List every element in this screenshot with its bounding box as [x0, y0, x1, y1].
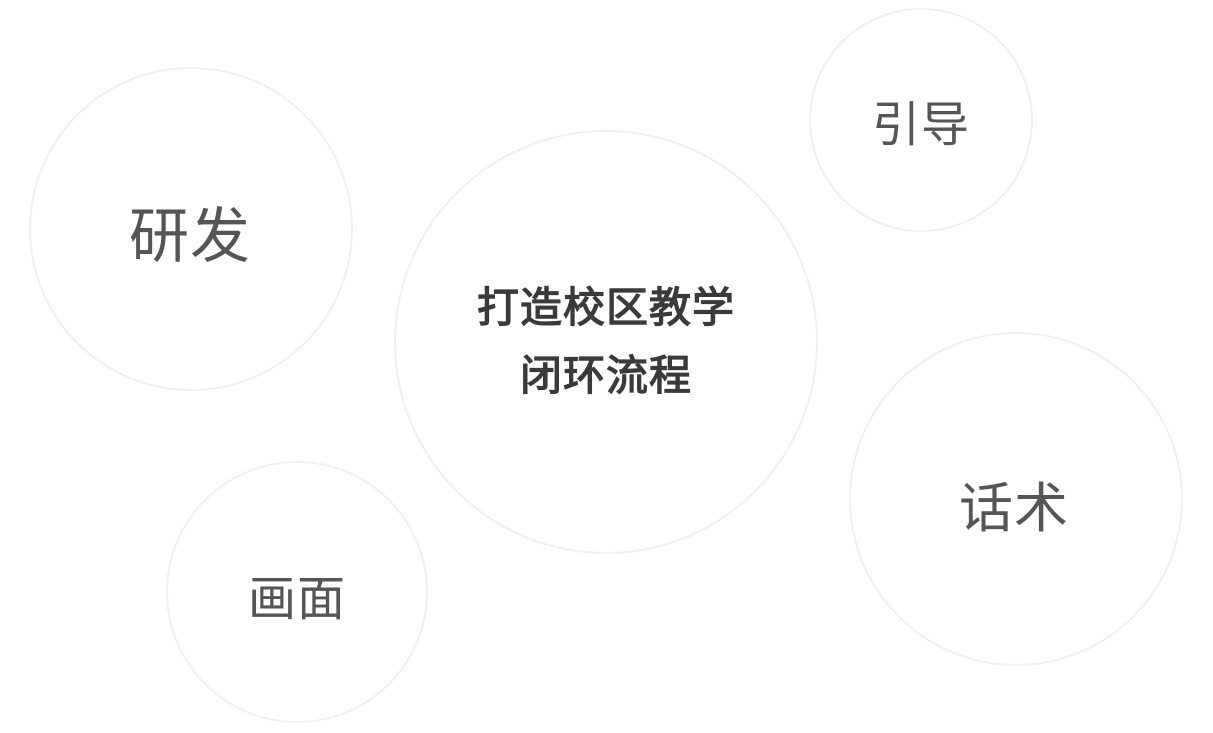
research-label: 研发 [129, 201, 251, 272]
visual-label: 画面 [247, 571, 346, 627]
research-bubble: 研发 [29, 67, 353, 391]
center-bubble: 打造校区教学 闭环流程 [394, 130, 818, 554]
script-bubble: 话术 [849, 332, 1183, 666]
script-label: 话术 [959, 476, 1069, 540]
center-title: 打造校区教学 闭环流程 [477, 274, 735, 410]
center-title-line-1: 打造校区教学 [476, 283, 735, 332]
visual-bubble: 画面 [166, 461, 428, 723]
guide-bubble: 引导 [809, 8, 1033, 232]
guide-label: 引导 [871, 97, 970, 153]
center-title-line-2: 闭环流程 [519, 351, 692, 400]
